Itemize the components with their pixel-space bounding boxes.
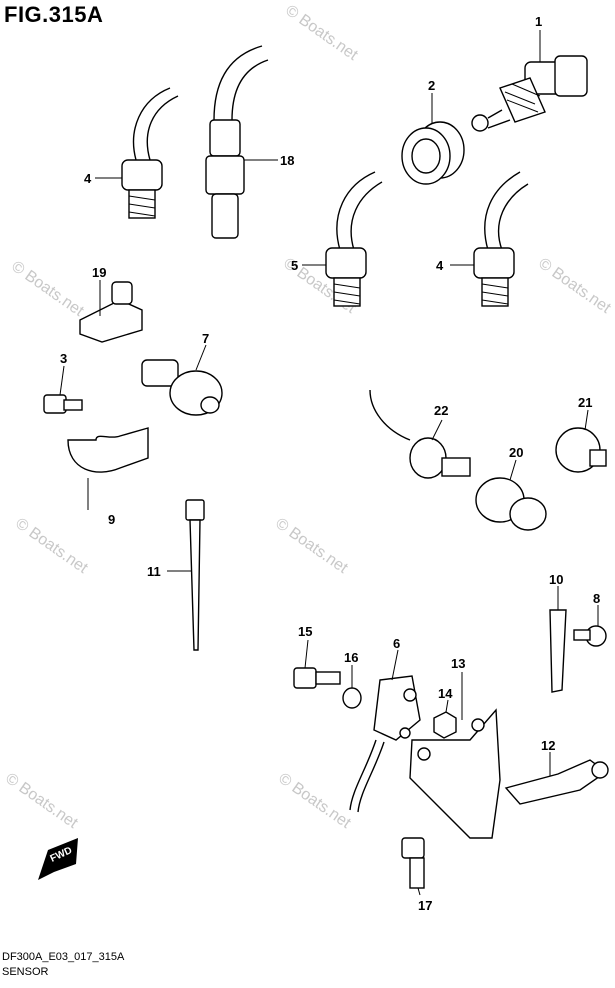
- fwd-arrow: FWD: [38, 838, 78, 880]
- callout-3: 3: [60, 351, 67, 366]
- figure-code: DF300A_E03_017_315A: [2, 951, 125, 963]
- callout-15: 15: [298, 624, 312, 639]
- part-8-screw: [573, 605, 607, 647]
- callout-20: 20: [509, 445, 523, 460]
- callout-1: 1: [535, 14, 542, 29]
- callout-12: 12: [541, 738, 555, 753]
- callout-2: 2: [428, 78, 435, 93]
- callout-17: 17: [418, 898, 432, 913]
- part-18-sensor: [205, 45, 278, 239]
- part-11-tie: [167, 499, 205, 651]
- callout-8: 8: [593, 591, 600, 606]
- callout-19: 19: [92, 265, 106, 280]
- part-12-rod: [504, 752, 609, 805]
- callout-4-left: 4: [84, 171, 92, 186]
- callout-4-right: 4: [436, 258, 444, 273]
- part-7-switch: [141, 344, 223, 416]
- callout-11: 11: [147, 564, 161, 579]
- part-14-nut: [433, 699, 457, 739]
- callout-22: 22: [434, 403, 448, 418]
- part-15-bolt: [293, 639, 341, 689]
- part-1-sensor: [471, 30, 588, 132]
- part-2-grommet: [401, 93, 465, 185]
- part-13-bracket: [409, 672, 501, 839]
- callout-7: 7: [202, 331, 209, 346]
- part-6-sensor: [349, 649, 421, 813]
- part-10-bracket: [549, 586, 567, 693]
- callout-18: 18: [280, 153, 294, 168]
- part-17-bolt: [401, 837, 425, 896]
- callout-5: 5: [291, 258, 298, 273]
- callout-9: 9: [108, 512, 115, 527]
- callout-16: 16: [344, 650, 358, 665]
- callout-13: 13: [451, 656, 465, 671]
- part-20-plug: [475, 459, 547, 531]
- part-4-sensor-right: [450, 171, 529, 307]
- callout-10: 10: [549, 572, 563, 587]
- part-5-sensor: [302, 171, 383, 307]
- part-21-plug: [555, 409, 607, 473]
- part-16-washer: [342, 665, 362, 709]
- part-19-clip: [79, 280, 143, 343]
- part-9-clamp: [67, 427, 149, 510]
- callout-14: 14: [438, 686, 453, 701]
- callout-6: 6: [393, 636, 400, 651]
- part-4-sensor-left: [95, 87, 179, 219]
- callout-21: 21: [578, 395, 592, 410]
- part-3-bolt: [43, 365, 83, 414]
- figure-name: SENSOR: [2, 966, 49, 978]
- figure-title: FIG.315A: [4, 2, 104, 27]
- part-22-sensor: [369, 389, 471, 479]
